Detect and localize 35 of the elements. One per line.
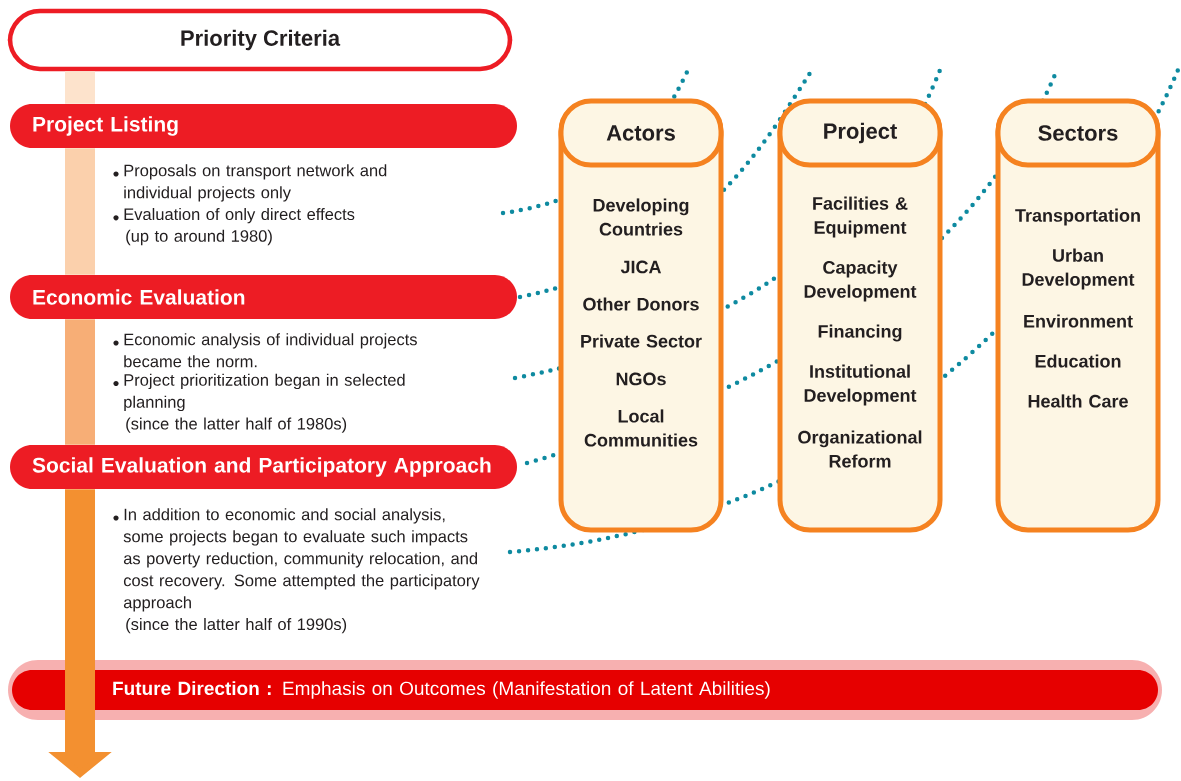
- column-item: Transportation: [1015, 208, 1140, 226]
- connector-bar: [65, 148, 95, 275]
- column-item: Private Sector: [581, 334, 702, 348]
- column-heading: Project: [777, 98, 943, 168]
- column-item: Institutional Development: [804, 364, 917, 406]
- column-heading: Sectors: [995, 98, 1161, 168]
- column-item: Education: [1035, 354, 1121, 368]
- column-item: JICA: [620, 260, 662, 274]
- column-item: NGOs: [616, 372, 666, 386]
- connector-bar: [65, 71, 95, 104]
- column-item: Facilities & Equipment: [813, 196, 908, 238]
- column-item: Environment: [1024, 314, 1133, 328]
- bullet-text: (since the latter half of 1990s): [126, 618, 347, 634]
- bullet-text: Evaluation of only direct effects: [124, 208, 355, 224]
- column-item: Financing: [818, 324, 902, 342]
- connector-bar: [65, 319, 95, 445]
- bullet-text: (up to around 1980): [126, 229, 272, 246]
- bullet-text: In addition to economic and social analysis, some projects began to evaluate such impacts as poverty reduction, community relocation, and cost recovery. Some attempted the participatory approach: [123, 508, 480, 612]
- stage-band: Project Listing: [10, 104, 517, 148]
- column-item: Local Communities: [584, 409, 698, 447]
- column-item: Health Care: [1028, 394, 1128, 408]
- column-heading: Actors: [558, 98, 724, 168]
- column-item: Urban Development: [1022, 248, 1135, 290]
- bullet-text: (since the latter half of 1980s): [126, 417, 347, 433]
- bullet-text: Proposals on transport network and individual projects only: [124, 164, 387, 202]
- bullet-text: Economic analysis of individual projects became the norm.: [124, 333, 417, 368]
- bullet-text: Project prioritization began in selected planning: [124, 373, 405, 412]
- column-item: Capacity Development: [804, 260, 917, 302]
- title-pill: Priority Criteria: [7, 8, 513, 72]
- column-item: Developing Countries: [593, 198, 689, 236]
- column-item: Other Donors: [583, 297, 699, 311]
- column-item: Organizational Reform: [798, 430, 922, 468]
- future-band: Future Direction : Emphasis on Outcomes (Manifestation of Latent Abilities): [8, 660, 1162, 720]
- stage-band: Social Evaluation and Participatory Approach: [10, 445, 517, 489]
- stage-band: Economic Evaluation: [10, 275, 517, 319]
